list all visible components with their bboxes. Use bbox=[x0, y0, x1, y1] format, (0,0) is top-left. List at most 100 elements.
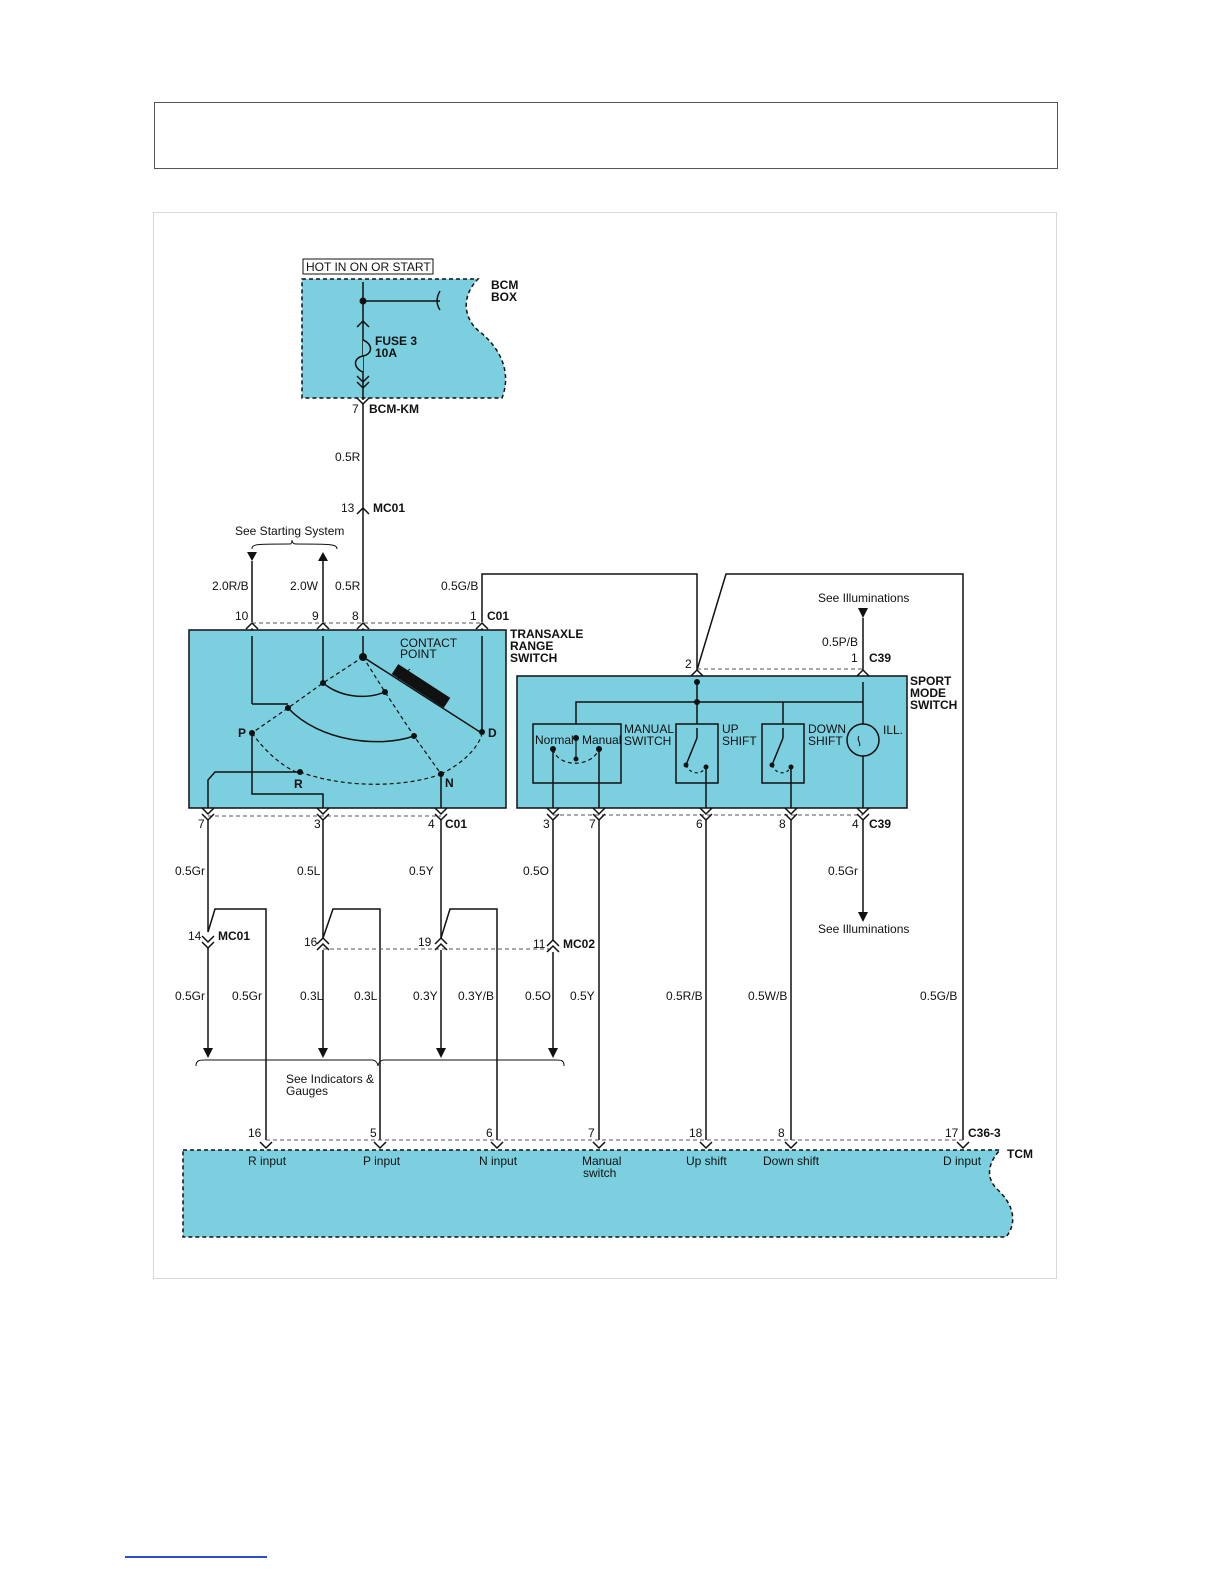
c01-pin-4: 4 bbox=[428, 817, 435, 831]
arrow-up-icon bbox=[318, 552, 328, 561]
bcm-km-pin: 7 bbox=[352, 402, 359, 416]
see-indicators-2: Gauges bbox=[286, 1084, 328, 1098]
arrow-down-icon bbox=[858, 912, 868, 922]
c39-label-top: C39 bbox=[869, 651, 891, 665]
manual-switch-normal: Normal bbox=[535, 733, 574, 747]
hot-label: HOT IN ON OR START bbox=[306, 260, 431, 274]
trs-pos-r: R bbox=[294, 777, 303, 791]
sport-pin-7: 7 bbox=[589, 817, 596, 831]
see-illuminations-top: See Illuminations bbox=[818, 591, 909, 605]
wire-0-5gb-1: 0.5G/B bbox=[441, 579, 478, 593]
c01-pin-1: 1 bbox=[470, 609, 477, 623]
manual-switch-title-1: MANUAL bbox=[624, 722, 674, 736]
ill-label: ILL. bbox=[883, 723, 903, 737]
down-shift-label-1: DOWN bbox=[808, 722, 846, 736]
trs-pos-n: N bbox=[445, 776, 454, 790]
arrow-down-icon bbox=[318, 1048, 328, 1058]
trs-title-3: SWITCH bbox=[510, 651, 557, 665]
manual-switch-title-2: SWITCH bbox=[624, 734, 671, 748]
tcm-name: TCM bbox=[1007, 1147, 1033, 1161]
c39-label-bottom: C39 bbox=[869, 817, 891, 831]
wire-0-5pb: 0.5P/B bbox=[822, 635, 858, 649]
wire-0-5l: 0.5L bbox=[297, 864, 321, 878]
diagram-frame bbox=[153, 212, 1057, 1279]
tcm-pin-6: 6 bbox=[486, 1126, 493, 1140]
sport-pin-2: 2 bbox=[685, 657, 692, 671]
wire-0-5r-1: 0.5R bbox=[335, 450, 361, 464]
sport-pin-4: 4 bbox=[852, 817, 859, 831]
fuse-icon bbox=[354, 339, 372, 373]
c01-pin-8: 8 bbox=[352, 609, 359, 623]
trs-title-2: RANGE bbox=[510, 639, 553, 653]
wire-lower-0-3y: 0.3Y bbox=[413, 989, 438, 1003]
mid-pin-11: 11 bbox=[533, 937, 546, 951]
wire-lower-0-5gb: 0.5G/B bbox=[920, 989, 957, 1003]
contact-label-1: CONTACT bbox=[400, 636, 458, 650]
arrow-down-icon bbox=[858, 608, 868, 618]
mid-pin-14: 14 bbox=[188, 929, 202, 943]
wire-0-5gr-illum: 0.5Gr bbox=[828, 864, 858, 878]
sport-pin-6: 6 bbox=[696, 817, 703, 831]
fuse-connector-top-icon bbox=[356, 319, 370, 328]
tcm-manual-2: switch bbox=[583, 1166, 616, 1180]
sport-title-3: SWITCH bbox=[910, 698, 957, 712]
wire-lower-0-5o: 0.5O bbox=[525, 989, 551, 1003]
down-shift-label-2: SHIFT bbox=[808, 734, 843, 748]
tcm-manual-1: Manual bbox=[582, 1154, 621, 1168]
wire-lower-0-5y: 0.5Y bbox=[570, 989, 595, 1003]
mc01-label-lower: MC01 bbox=[218, 929, 250, 943]
tcm-pin-17: 17 bbox=[945, 1126, 959, 1140]
sport-mode-switch: SPORT MODE SWITCH Normal Manual MANUAL S… bbox=[516, 674, 957, 809]
sport-pin-8: 8 bbox=[779, 817, 786, 831]
tcm-pin-5: 5 bbox=[370, 1126, 377, 1140]
see-illuminations-bottom: See Illuminations bbox=[818, 922, 909, 936]
wire-0-5y: 0.5Y bbox=[409, 864, 434, 878]
mc01-label: MC01 bbox=[373, 501, 405, 515]
tcm-d-input: D input bbox=[943, 1154, 982, 1168]
wire-0-5o: 0.5O bbox=[523, 864, 549, 878]
wire-0-5r-2: 0.5R bbox=[335, 579, 361, 593]
contact-label-2: POINT bbox=[400, 647, 437, 661]
contact-point-bar-icon bbox=[391, 664, 451, 708]
mid-pin-19: 19 bbox=[418, 935, 432, 949]
footer-link-underline[interactable] bbox=[125, 1556, 267, 1558]
arrow-down-icon bbox=[548, 1048, 558, 1058]
tcm-p-input: P input bbox=[363, 1154, 401, 1168]
c01-pin-9: 9 bbox=[312, 609, 319, 623]
wire-lower-0-5gr-1: 0.5Gr bbox=[175, 989, 205, 1003]
wire-lower-0-5gr-2: 0.5Gr bbox=[232, 989, 262, 1003]
mc01-connector-icon bbox=[356, 506, 370, 515]
trs-pos-d: D bbox=[488, 726, 497, 740]
fuse-label-1: FUSE 3 bbox=[375, 334, 417, 348]
c01-pin-3: 3 bbox=[314, 817, 321, 831]
sport-title-2: MODE bbox=[910, 686, 946, 700]
tcm-pin-8: 8 bbox=[778, 1126, 785, 1140]
wire-2-0rb: 2.0R/B bbox=[212, 579, 249, 593]
c01-label-bottom: C01 bbox=[445, 817, 467, 831]
arrow-down-icon bbox=[247, 552, 257, 561]
c01-pin-10: 10 bbox=[235, 609, 249, 623]
mc02-label: MC02 bbox=[563, 937, 595, 951]
arrow-down-icon bbox=[203, 1048, 213, 1058]
c01-pin-7: 7 bbox=[198, 817, 205, 831]
trs-pos-p: P bbox=[238, 726, 246, 740]
bcm-name-1: BCM bbox=[491, 278, 518, 292]
wire-lower-0-5rb: 0.5R/B bbox=[666, 989, 703, 1003]
sport-pin-1: 1 bbox=[851, 651, 858, 665]
tcm-pin-7: 7 bbox=[588, 1126, 595, 1140]
wire-lower-0-3l-2: 0.3L bbox=[354, 989, 378, 1003]
tcm-up-shift: Up shift bbox=[686, 1154, 727, 1168]
up-shift-label-1: UP bbox=[722, 722, 739, 736]
tcm-n-input: N input bbox=[479, 1154, 518, 1168]
tcm-down-shift: Down shift bbox=[763, 1154, 820, 1168]
tcm-pin-16: 16 bbox=[248, 1126, 262, 1140]
see-indicators-1: See Indicators & bbox=[286, 1072, 374, 1086]
wire-0-5gr: 0.5Gr bbox=[175, 864, 205, 878]
header-box bbox=[154, 102, 1058, 169]
bcm-name-2: BOX bbox=[491, 290, 517, 304]
wire-lower-0-5wb: 0.5W/B bbox=[748, 989, 787, 1003]
see-starting-system: See Starting System bbox=[235, 524, 344, 538]
sport-title-1: SPORT bbox=[910, 674, 952, 688]
wire-2-0w: 2.0W bbox=[290, 579, 319, 593]
